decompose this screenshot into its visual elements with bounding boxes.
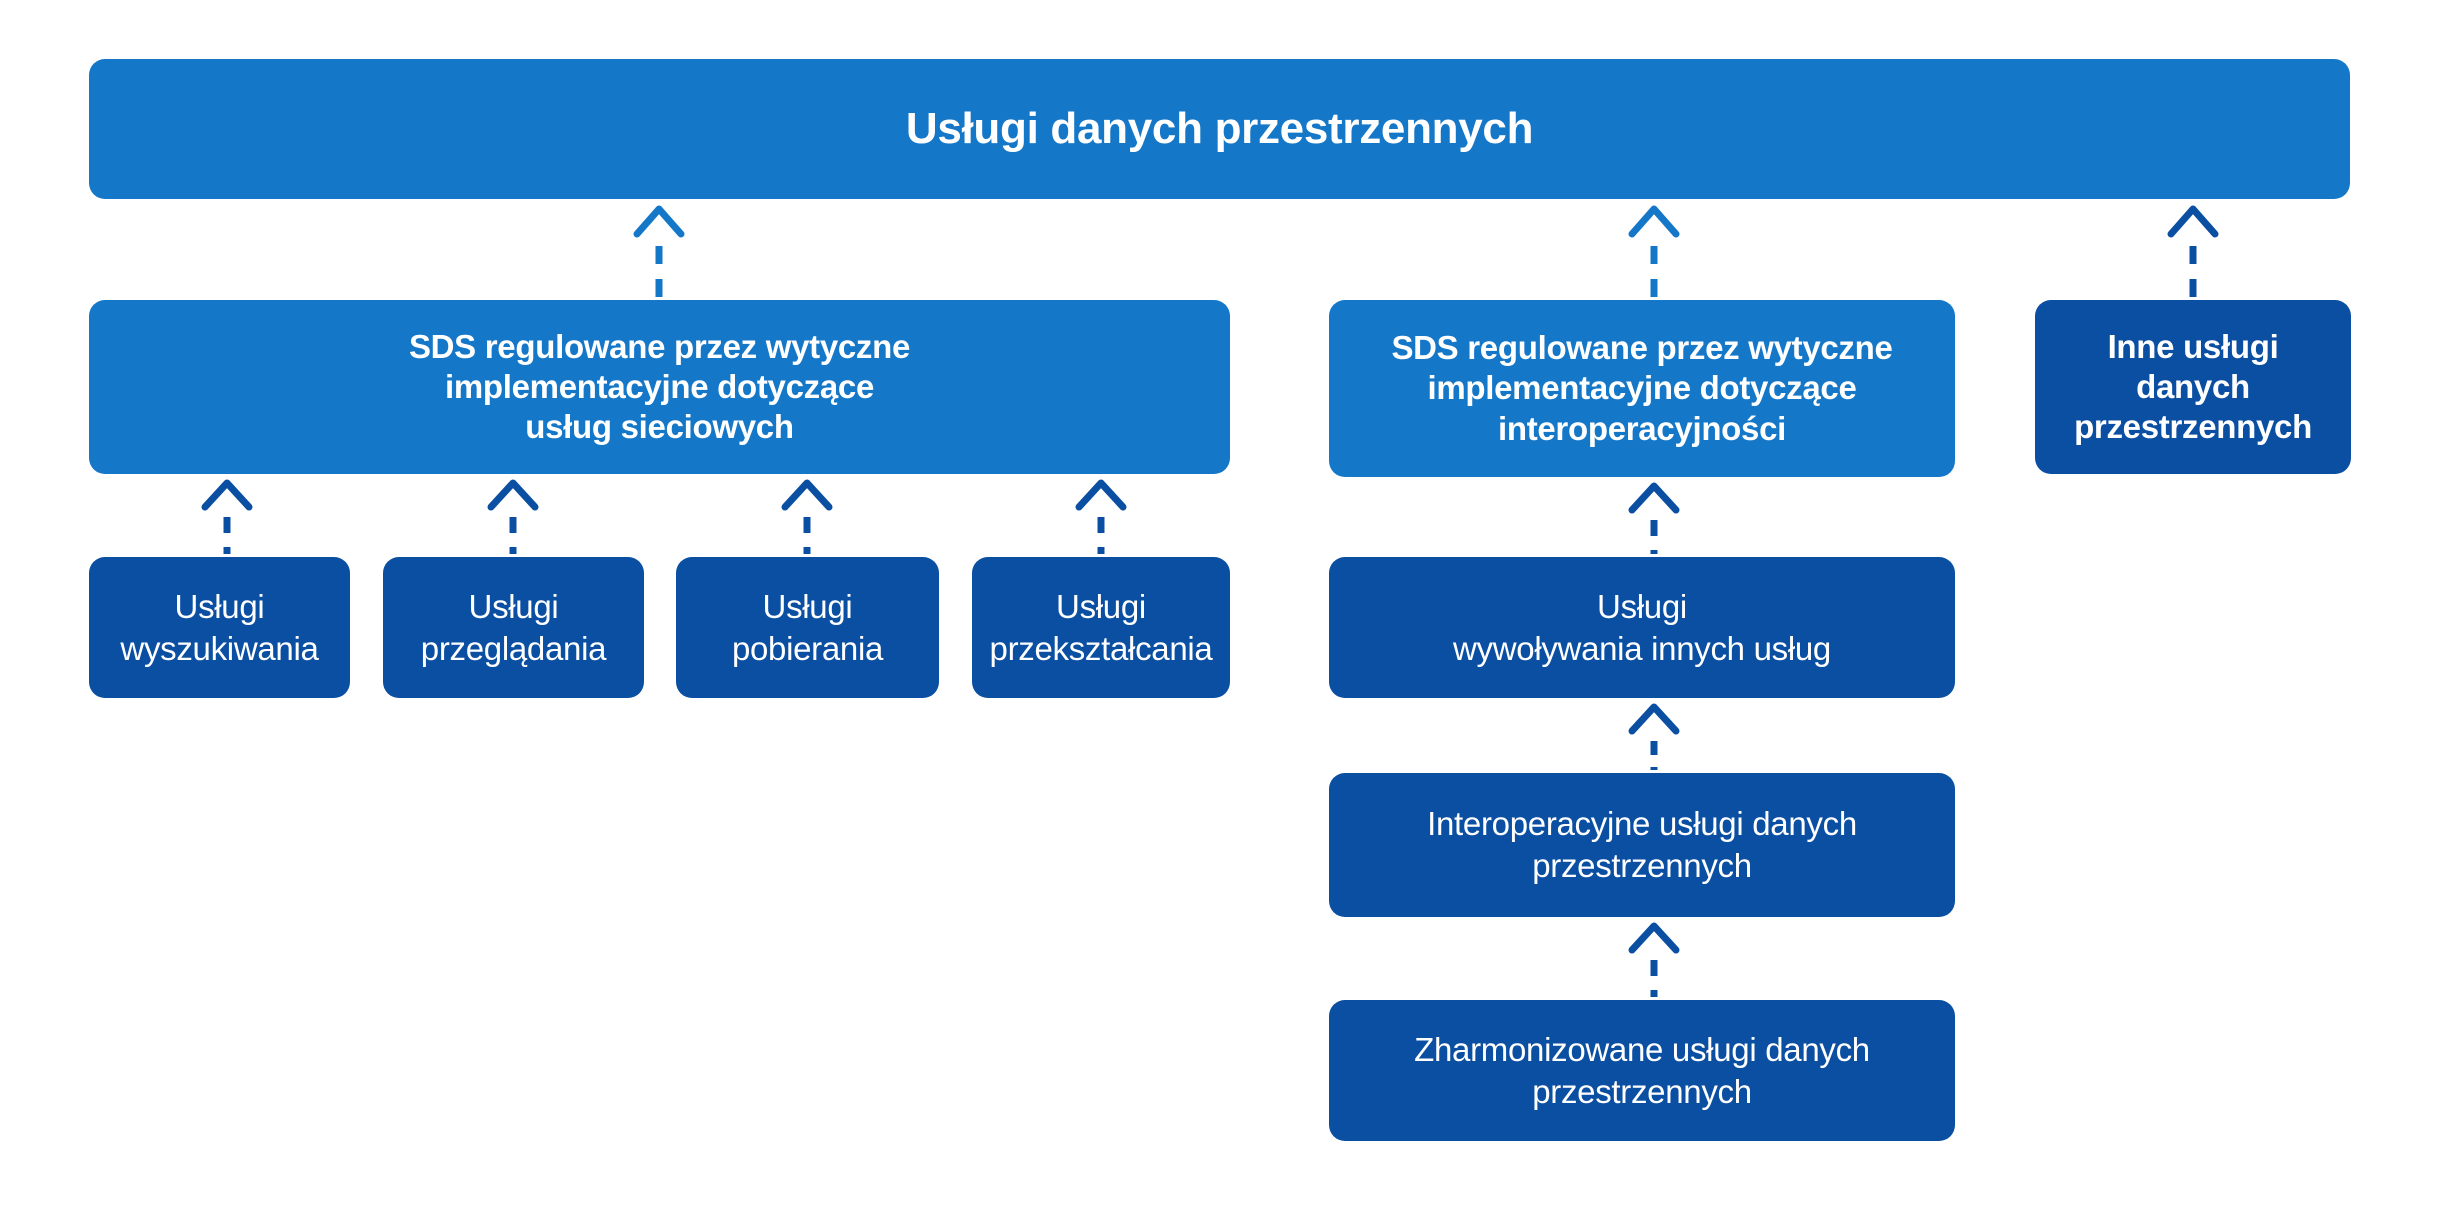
node-download: Usługi pobierania xyxy=(676,557,939,698)
up-arrow-sds-interop-to-root xyxy=(1628,205,1680,297)
node-view: Usługi przeglądania xyxy=(383,557,644,698)
node-root-label: Usługi danych przestrzennych xyxy=(905,104,1534,153)
node-sds-network-label: SDS regulowane przez wytyczne implementa… xyxy=(408,327,911,446)
up-arrow-harmonised-to-interoperable xyxy=(1628,922,1680,997)
up-arrow-view-to-sds-network xyxy=(487,479,539,554)
node-sds-interop-label: SDS regulowane przez wytyczne implementa… xyxy=(1391,329,1893,447)
up-arrow-interoperable-to-invoke xyxy=(1628,703,1680,770)
node-transformation-label: Usługi przekształcania xyxy=(989,587,1213,667)
node-other-services-label: Inne usługi danych przestrzennych xyxy=(2074,327,2312,446)
node-transformation: Usługi przekształcania xyxy=(972,557,1230,698)
node-harmonised-label: Zharmonizowane usługi danych przestrzenn… xyxy=(1414,1030,1870,1110)
node-sds-interop: SDS regulowane przez wytyczne implementa… xyxy=(1329,300,1955,477)
node-view-label: Usługi przeglądania xyxy=(420,587,607,667)
node-sds-network: SDS regulowane przez wytyczne implementa… xyxy=(89,300,1230,474)
node-root: Usługi danych przestrzennych xyxy=(89,59,2350,199)
node-interoperable: Interoperacyjne usługi danych przestrzen… xyxy=(1329,773,1955,917)
node-invoke-label: Usługi wywoływania innych usług xyxy=(1453,587,1831,667)
node-discovery: Usługi wyszukiwania xyxy=(89,557,350,698)
node-download-label: Usługi pobierania xyxy=(731,587,884,667)
up-arrow-sds-network-to-root xyxy=(633,205,685,297)
node-harmonised: Zharmonizowane usługi danych przestrzenn… xyxy=(1329,1000,1955,1141)
up-arrow-invoke-to-sds-interop xyxy=(1628,482,1680,554)
node-interoperable-label: Interoperacyjne usługi danych przestrzen… xyxy=(1427,805,1857,884)
node-other-services: Inne usługi danych przestrzennych xyxy=(2035,300,2351,474)
up-arrow-discovery-to-sds-network xyxy=(201,479,253,554)
node-invoke: Usługi wywoływania innych usług xyxy=(1329,557,1955,698)
up-arrow-download-to-sds-network xyxy=(781,479,833,554)
up-arrow-transformation-to-sds-network xyxy=(1075,479,1127,554)
up-arrow-other-services-to-root xyxy=(2167,205,2219,297)
node-discovery-label: Usługi wyszukiwania xyxy=(120,587,319,667)
